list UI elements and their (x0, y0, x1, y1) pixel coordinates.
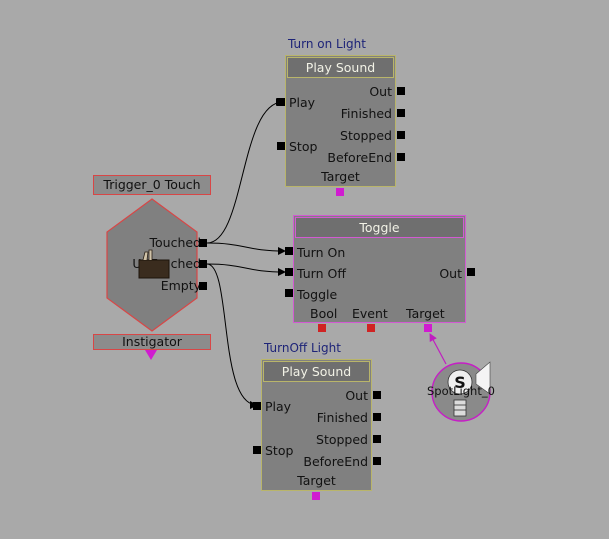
toggle-input-pin-toggle[interactable] (285, 289, 293, 297)
node-title: Play Sound (287, 57, 394, 78)
input-label-play: Play (265, 399, 292, 414)
comment-turn-on-light: Turn on Light (288, 37, 366, 51)
input-label-turn-on: Turn On (297, 245, 346, 260)
variable-label-instigator: Instigator (93, 334, 211, 350)
input-label-toggle: Toggle (297, 287, 338, 302)
toggle-variable-pin-event[interactable] (367, 324, 375, 332)
toggle-variable-pin-bool[interactable] (318, 324, 326, 332)
wire-untouched-to-play-off (206, 263, 258, 409)
spotlight-label: SpotLight_0 (427, 384, 495, 398)
toggle-input-pin-turn-on[interactable] (285, 247, 293, 255)
output-label-beforeend: BeforeEnd (327, 150, 392, 165)
play-off-input-pin-play[interactable] (253, 402, 261, 410)
input-label-turn-off: Turn Off (297, 266, 346, 281)
node-title: Toggle (295, 217, 464, 238)
input-label-stop: Stop (289, 139, 318, 154)
variable-label-bool: Bool (310, 306, 338, 321)
output-label-stopped: Stopped (340, 128, 392, 143)
play-on-input-pin-play[interactable] (277, 98, 285, 106)
hand-touch-icon (138, 249, 170, 279)
output-label-beforeend: BeforeEnd (303, 454, 368, 469)
event-title: Trigger_0 Touch (93, 175, 211, 195)
wire-untouched-to-turn-off (206, 263, 286, 276)
instigator-pin[interactable] (145, 350, 157, 360)
output-label-out: Out (369, 84, 392, 99)
variable-label-target: Target (406, 306, 445, 321)
play-on-output-pin-finished[interactable] (397, 109, 405, 117)
play-sound-node-on[interactable]: Play Sound Play Stop Out Finished Stoppe… (285, 55, 396, 187)
trigger-output-pin-touched[interactable] (199, 239, 207, 247)
wire-touched-to-turn-on (206, 242, 286, 255)
output-label-touched: Touched (149, 235, 201, 250)
play-on-output-pin-stopped[interactable] (397, 131, 405, 139)
toggle-output-pin-out[interactable] (467, 268, 475, 276)
svg-text:S: S (454, 373, 466, 392)
trigger-output-pin-empty[interactable] (199, 282, 207, 290)
toggle-input-pin-turn-off[interactable] (285, 268, 293, 276)
input-label-stop: Stop (265, 443, 294, 458)
play-off-output-pin-out[interactable] (373, 391, 381, 399)
output-label-finished: Finished (340, 106, 392, 121)
play-on-output-pin-out[interactable] (397, 87, 405, 95)
play-off-output-pin-beforeend[interactable] (373, 457, 381, 465)
play-on-output-pin-beforeend[interactable] (397, 153, 405, 161)
play-off-output-pin-finished[interactable] (373, 413, 381, 421)
play-on-variable-pin-target[interactable] (336, 188, 344, 196)
play-off-output-pin-stopped[interactable] (373, 435, 381, 443)
play-off-input-pin-stop[interactable] (253, 446, 261, 454)
node-title: Play Sound (263, 361, 370, 382)
variable-label-target: Target (297, 473, 336, 488)
output-label-stopped: Stopped (316, 432, 368, 447)
play-off-variable-pin-target[interactable] (312, 492, 320, 500)
toggle-node[interactable]: Toggle Turn On Turn Off Toggle Out Bool … (293, 215, 466, 323)
spotlight-icon: S (431, 361, 491, 422)
output-label-finished: Finished (316, 410, 368, 425)
comment-turn-off-light: TurnOff Light (264, 341, 341, 355)
play-on-input-pin-stop[interactable] (277, 142, 285, 150)
output-label-empty: Empty (160, 278, 201, 293)
output-label-out: Out (439, 266, 462, 281)
trigger-output-pin-untouched[interactable] (199, 260, 207, 268)
play-sound-node-off[interactable]: Play Sound Play Stop Out Finished Stoppe… (261, 359, 372, 491)
input-label-play: Play (289, 95, 316, 110)
variable-label-event: Event (352, 306, 388, 321)
wire-touched-to-play-on (206, 98, 284, 244)
variable-label-target: Target (321, 169, 360, 184)
toggle-variable-pin-target[interactable] (424, 324, 432, 332)
output-label-out: Out (345, 388, 368, 403)
spotlight-object-variable[interactable]: S SpotLight_0 (427, 360, 495, 422)
